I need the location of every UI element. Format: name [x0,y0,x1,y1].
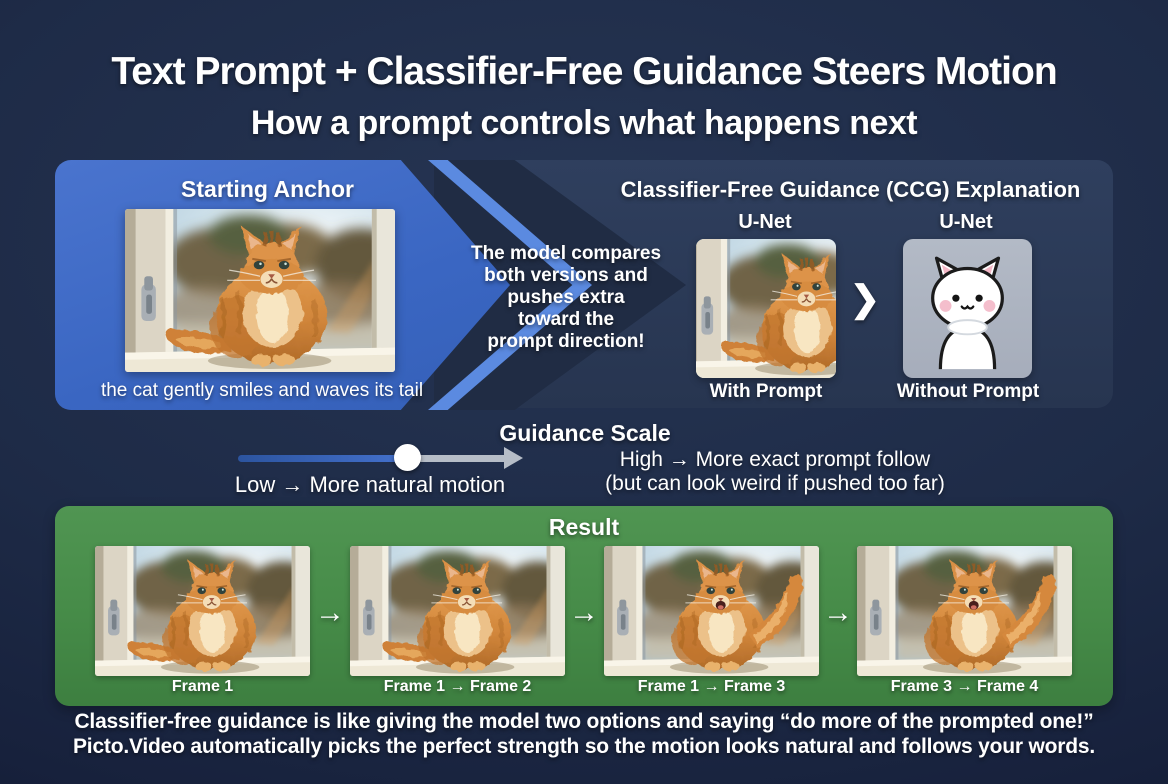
unet-label-without-prompt: U-Net [939,211,993,233]
anchor-prompt-caption: the cat gently smiles and waves its tail [100,380,424,401]
slider-knob[interactable] [394,444,421,471]
result-heading: Result [548,514,620,540]
flow-note-line: prompt direction! [487,331,645,352]
unet-label-with-prompt: U-Net [738,211,792,233]
slider-track-remaining [406,455,506,462]
flow-note-line: toward the [517,309,615,330]
starting-anchor-heading: Starting Anchor [181,176,354,202]
guidance-scale-heading: Guidance Scale [499,420,671,446]
page-title: Text Prompt + Classifier-Free Guidance S… [111,50,1057,93]
flow-note-line: pushes extra [507,287,625,308]
frame-arrow-icon: → [315,596,345,629]
guidance-high-line2: (but can look weird if pushed too far) [605,472,945,495]
guidance-high-label: High → More exact prompt follow (but can… [580,448,970,496]
without-prompt-card [903,239,1032,378]
with-prompt-photo [696,239,836,378]
frame-label-4: Frame 3 → Frame 4 [890,678,1039,695]
footer-line-1: Classifier-free guidance is like giving … [74,710,1094,733]
flow-note-line: both versions and [484,265,648,286]
flow-note-line: The model compares [470,243,662,264]
slider-arrowhead [504,447,523,469]
frame-label-1: Frame 1 [171,678,234,695]
result-frame-4-photo [857,546,1072,676]
flow-note: The model compares both versions and pus… [447,243,685,353]
comparison-chevron-icon: ❯ [849,278,881,319]
slider-track-filled [238,455,410,462]
frame-arrow-icon: → [823,596,853,629]
result-frame-1-photo [95,546,310,676]
page-subtitle: How a prompt controls what happens next [250,104,918,142]
guidance-high-line1: High → More exact prompt follow [619,448,931,471]
with-prompt-label: With Prompt [709,381,823,402]
frame-label-2: Frame 1 → Frame 2 [383,678,532,695]
guidance-low-label: Low → More natural motion [234,472,506,497]
cfg-heading: Classifier-Free Guidance (CCG) Explanati… [620,177,1081,202]
result-frame-3-photo [604,546,819,676]
without-prompt-label: Without Prompt [896,381,1040,402]
result-frame-2-photo [350,546,565,676]
footer-line-2: Picto.Video automatically picks the perf… [73,735,1095,758]
frame-label-3: Frame 1 → Frame 3 [637,678,786,695]
anchor-cat-photo [125,209,395,372]
cartoon-cat-illustration [931,256,1004,371]
frame-arrow-icon: → [569,596,599,629]
